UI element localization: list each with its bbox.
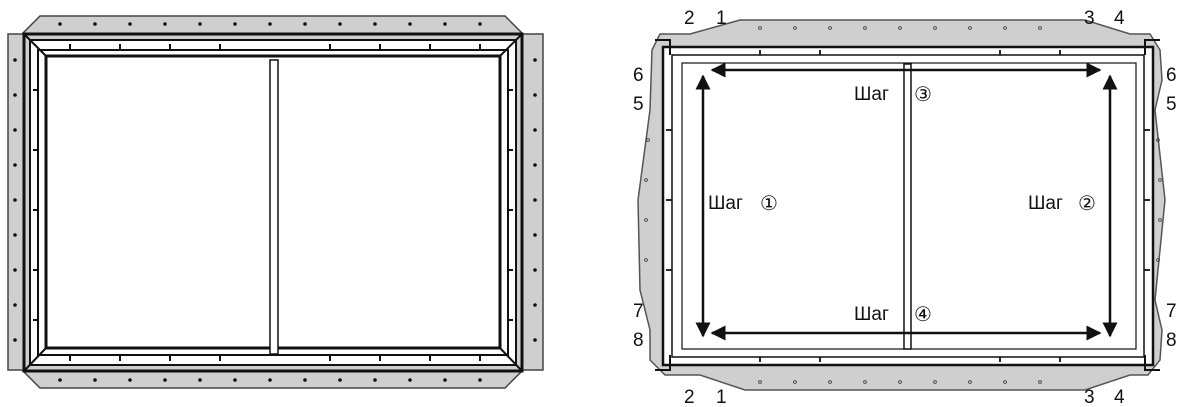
label-top-right-3: 3	[1084, 8, 1095, 29]
step4-number: ④	[914, 302, 932, 326]
left-corner-tr	[499, 33, 523, 57]
label-right-6: 6	[1166, 65, 1177, 86]
label-top-right-4: 4	[1114, 8, 1125, 29]
finished-frame-diagram	[7, 15, 544, 389]
label-right-5: 5	[1166, 94, 1177, 115]
left-frame-outer	[22, 32, 524, 373]
label-bottom-left-1: 1	[716, 387, 727, 407]
step2-number: ②	[1078, 191, 1096, 215]
label-right-8: 8	[1166, 330, 1177, 351]
right-center-bar	[903, 63, 912, 350]
label-top-left-2: 2	[684, 8, 695, 29]
label-left-7: 7	[633, 301, 644, 322]
left-snap-dots	[13, 22, 537, 382]
right-corner-brackets	[655, 39, 1160, 371]
label-bottom-right-3: 3	[1084, 387, 1095, 407]
label-bottom-left-2: 2	[684, 387, 695, 407]
step2-label: Шаг ②	[1028, 191, 1096, 215]
right-frame-ticks	[666, 50, 1150, 362]
step4-label: Шаг ④	[854, 302, 932, 326]
label-right-7: 7	[1166, 301, 1177, 322]
label-left-5: 5	[633, 94, 644, 115]
label-top-left-1: 1	[716, 8, 727, 29]
step1-number: ①	[760, 191, 778, 215]
left-frame-ticks	[33, 44, 513, 361]
step4-word: Шаг	[854, 304, 889, 325]
right-canvas-holes	[644, 26, 1162, 384]
step3-word: Шаг	[854, 84, 889, 105]
left-corner-tl	[23, 33, 47, 57]
step1-word: Шаг	[708, 193, 743, 214]
step2-word: Шаг	[1028, 193, 1063, 214]
installation-steps-diagram: Шаг ① Шаг ② Шаг ③ Шаг ④ 2 1 3 4 2 1 3 4 …	[633, 8, 1177, 407]
label-bottom-right-4: 4	[1114, 387, 1125, 407]
label-left-8: 8	[633, 330, 644, 351]
step3-number: ③	[914, 82, 932, 106]
label-left-6: 6	[633, 65, 644, 86]
left-center-bar	[269, 59, 279, 355]
step1-label: Шаг ①	[708, 191, 778, 215]
left-corner-br	[499, 347, 523, 372]
left-corner-bl	[23, 347, 47, 372]
step3-label: Шаг ③	[854, 82, 932, 106]
